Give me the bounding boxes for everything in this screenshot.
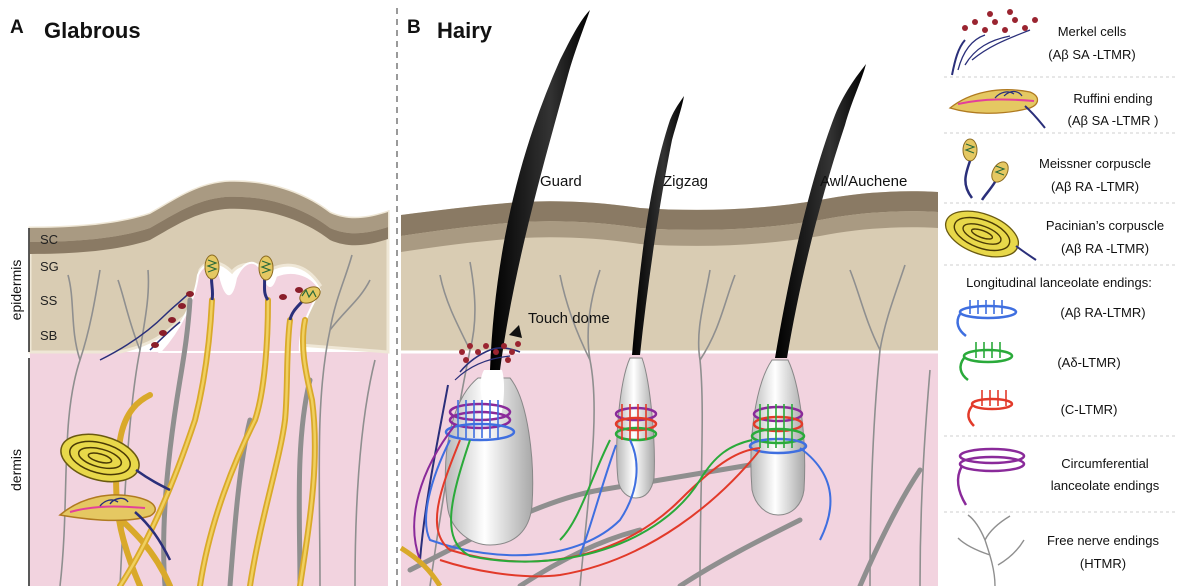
layer-sb-label: SB <box>40 328 57 343</box>
legend-merkel-l2: (Aβ SA -LTMR) <box>1048 47 1135 62</box>
panel-b-letter: B <box>407 17 421 38</box>
legend-ruffini-l2: (Aβ SA -LTMR ) <box>1067 113 1158 128</box>
legend-free-l2: (HTMR) <box>1080 556 1126 571</box>
lanceolate-red-icon <box>968 390 1012 426</box>
legend-meissner-l1: Meissner corpuscle <box>1039 156 1151 171</box>
legend-circumferential-l2: lanceolate endings <box>1051 478 1160 493</box>
legend: Merkel cells (Aβ SA -LTMR) Ruffini endin… <box>939 9 1176 586</box>
legend-merkel-l1: Merkel cells <box>1058 24 1127 39</box>
touch-dome-label: Touch dome <box>528 310 610 327</box>
zigzag-label: Zigzag <box>663 173 708 190</box>
legend-longitudinal-ab: (Aβ RA-LTMR) <box>1060 305 1145 320</box>
legend-circumferential-l1: Circumferential <box>1061 456 1149 471</box>
legend-longitudinal-header: Longitudinal lanceolate endings: <box>966 275 1152 290</box>
legend-pacinian-l1: Pacinian’s corpuscle <box>1046 218 1164 233</box>
legend-longitudinal-c: (C-LTMR) <box>1061 402 1118 417</box>
lanceolate-blue-icon <box>958 300 1016 336</box>
circumferential-icon <box>958 449 1024 505</box>
ruffini-icon <box>950 90 1045 128</box>
merkel-icon <box>952 9 1038 75</box>
layer-ss-label: SS <box>40 293 58 308</box>
meissner-icon <box>963 139 1012 200</box>
dermis-label: dermis <box>8 449 24 491</box>
layer-sg-label: SG <box>40 259 59 274</box>
panel-a-letter: A <box>10 17 24 38</box>
pacinian-icon <box>939 202 1036 266</box>
panel-b-title: Hairy <box>437 18 493 43</box>
free-nerve-icon <box>958 515 1024 586</box>
legend-free-l1: Free nerve endings <box>1047 533 1160 548</box>
guard-label: Guard <box>540 173 582 190</box>
legend-pacinian-l2: (Aβ RA -LTMR) <box>1061 241 1149 256</box>
epidermis-label: epidermis <box>8 260 24 321</box>
legend-meissner-l2: (Aβ RA -LTMR) <box>1051 179 1139 194</box>
lanceolate-green-icon <box>961 342 1012 380</box>
panel-a <box>30 182 388 586</box>
legend-longitudinal-ad: (Aδ-LTMR) <box>1057 355 1120 370</box>
legend-dividers <box>944 77 1176 512</box>
panel-b <box>401 10 938 586</box>
awl-label: Awl/Auchene <box>820 173 907 190</box>
panel-a-title: Glabrous <box>44 18 141 43</box>
layer-sc-label: SC <box>40 232 58 247</box>
legend-ruffini-l1: Ruffini ending <box>1073 91 1152 106</box>
